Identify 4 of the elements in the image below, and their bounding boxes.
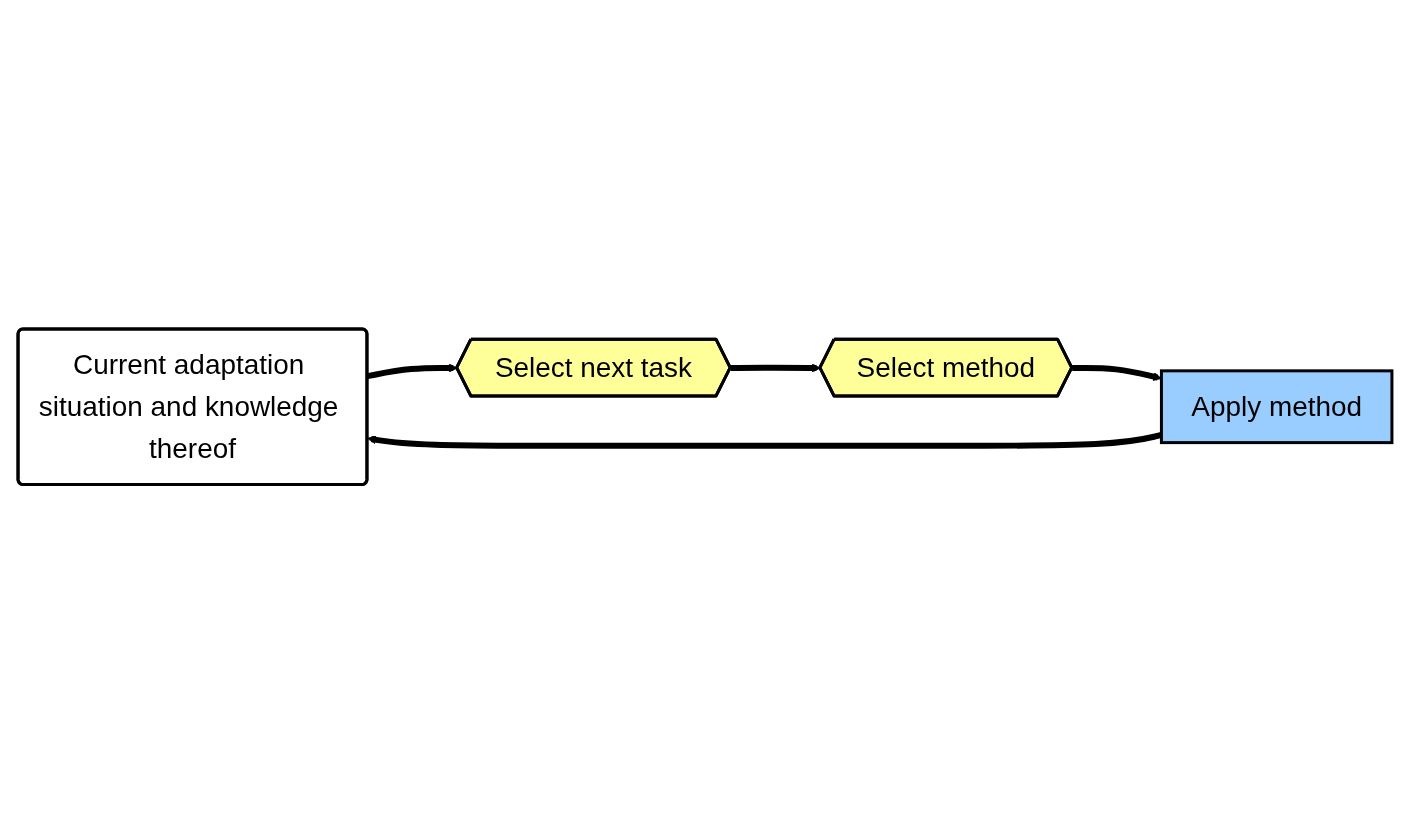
arrow [730,363,821,373]
node-box: Apply method [1159,369,1394,444]
arrow [1072,364,1162,381]
arrow [366,363,458,379]
